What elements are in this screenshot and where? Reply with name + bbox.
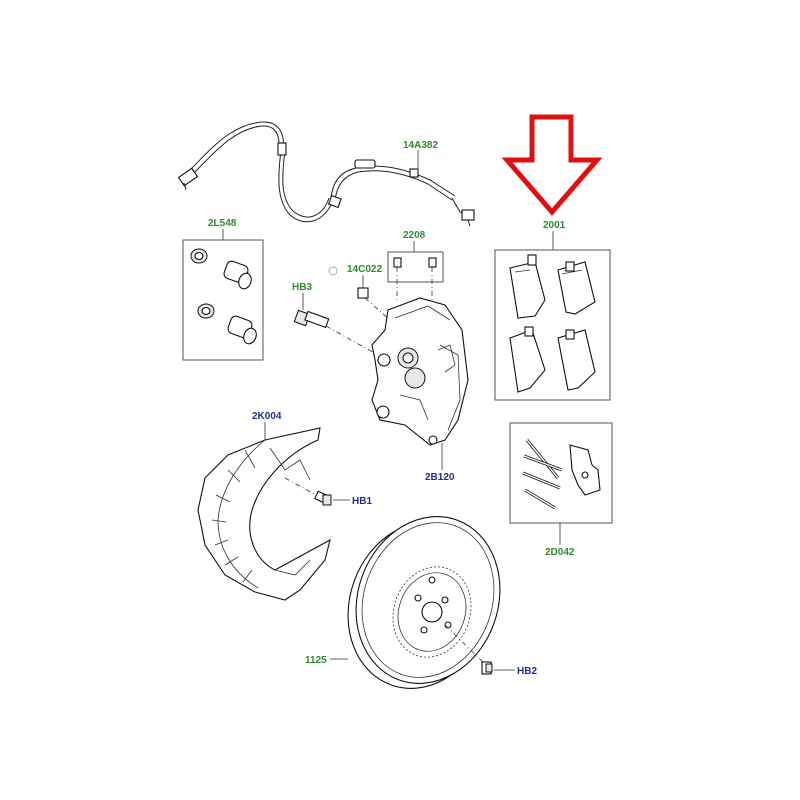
brake-pads-box bbox=[494, 249, 611, 401]
brake-pads bbox=[509, 254, 596, 393]
guide-pins bbox=[522, 439, 601, 510]
label-14A382: 14A382 bbox=[403, 140, 438, 151]
down-arrow-icon bbox=[501, 114, 603, 216]
brake-disc bbox=[347, 516, 501, 689]
bushing-kit-box bbox=[182, 239, 264, 361]
label-2K004: 2K004 bbox=[252, 411, 282, 422]
bolt-hb3 bbox=[293, 309, 379, 356]
splash-shield bbox=[197, 427, 331, 601]
wear-sensor-cable bbox=[177, 121, 475, 227]
bolt-hb2 bbox=[444, 624, 493, 675]
caliper-bolts bbox=[393, 257, 437, 300]
pin-kit-box bbox=[509, 422, 613, 524]
label-2B120: 2B120 bbox=[425, 472, 455, 483]
brake-caliper bbox=[371, 297, 469, 446]
label-HB3: HB3 bbox=[292, 282, 312, 293]
label-2001: 2001 bbox=[543, 220, 566, 231]
label-2208: 2208 bbox=[403, 230, 426, 241]
label-1125: 1125 bbox=[305, 655, 327, 666]
bushing-parts bbox=[190, 248, 257, 345]
label-HB1: HB1 bbox=[352, 496, 372, 507]
bleed-valve bbox=[328, 266, 391, 321]
label-14C022: 14C022 bbox=[347, 264, 382, 275]
label-2L548: 2L548 bbox=[208, 218, 237, 229]
bolts-box bbox=[387, 251, 444, 283]
label-2D042: 2D042 bbox=[545, 547, 575, 558]
label-HB2: HB2 bbox=[517, 666, 537, 677]
bolt-hb1 bbox=[284, 477, 332, 506]
